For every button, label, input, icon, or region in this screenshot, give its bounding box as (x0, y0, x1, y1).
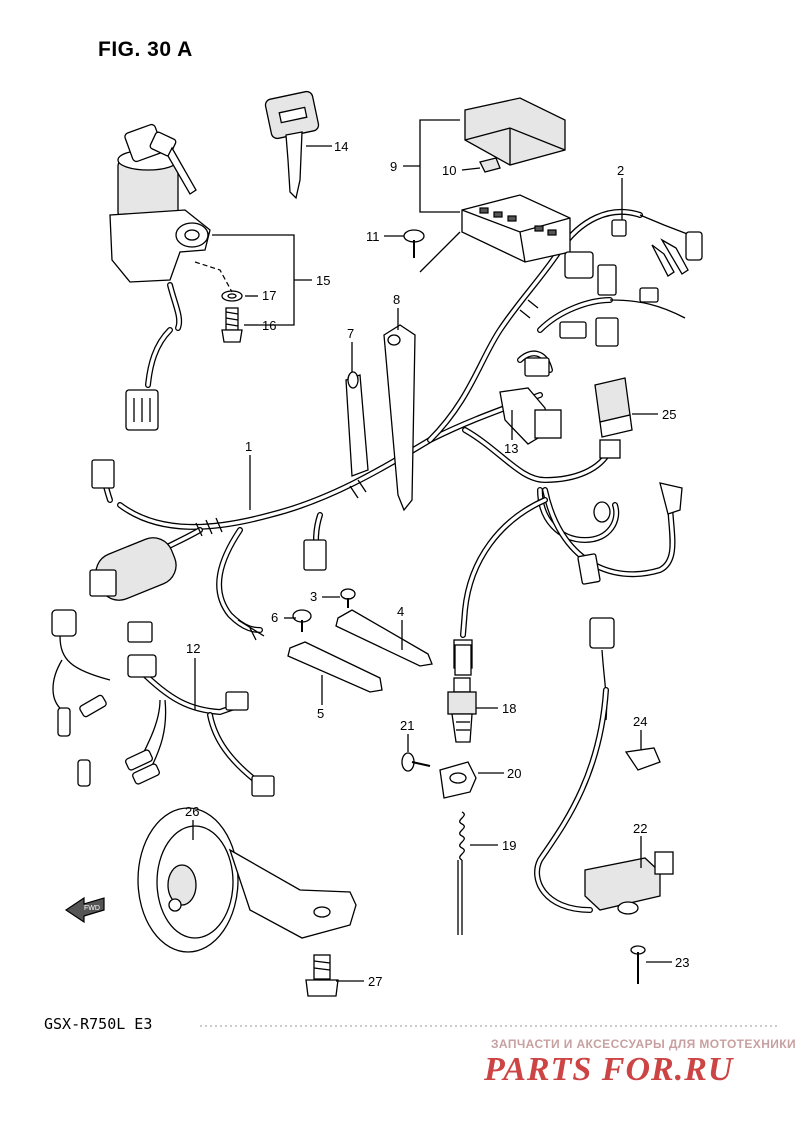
screw-11 (403, 229, 425, 258)
callout-14: 14 (334, 139, 348, 154)
left-connectors (51, 459, 472, 787)
callout-15: 15 (316, 273, 330, 288)
callout-9: 9 (390, 159, 397, 174)
callout-20: 20 (507, 766, 521, 781)
callout-3: 3 (310, 589, 317, 604)
callout-6: 6 (271, 610, 278, 625)
spring-19 (457, 811, 465, 935)
clip-24 (624, 747, 661, 771)
bolt-16 (221, 307, 243, 343)
screw-6 (292, 609, 312, 632)
watermark-logo: PARTS FOR.RU (484, 1051, 734, 1088)
right-connectors (524, 214, 703, 585)
callout-13: 13 (504, 441, 518, 456)
washer-17 (221, 290, 243, 302)
fuse-box (419, 97, 571, 273)
clamp-7 (345, 371, 369, 477)
callout-7: 7 (347, 326, 354, 341)
ignition-switch (109, 123, 211, 431)
callout-1: 1 (245, 439, 252, 454)
watermark-caption: ЗАПЧАСТИ И АКСЕССУАРЫ ДЛЯ МОТОТЕХНИКИ (491, 1037, 797, 1051)
bolt-23 (630, 945, 646, 984)
leader-lines (192, 119, 672, 982)
callout-21: 21 (400, 718, 414, 733)
ignition-key (264, 90, 320, 200)
connector-13 (499, 387, 562, 445)
callout-10: 10 (442, 163, 456, 178)
bolt-27 (305, 954, 339, 997)
bracket-4 (335, 609, 433, 667)
callout-8: 8 (393, 292, 400, 307)
callout-5: 5 (317, 706, 324, 721)
screw-3 (340, 588, 356, 608)
callout-16: 16 (262, 318, 276, 333)
callout-22: 22 (633, 821, 647, 836)
sub-harness-12 (127, 654, 275, 797)
callout-4: 4 (397, 604, 404, 619)
fuse (479, 157, 501, 173)
callout-17: 17 (262, 288, 276, 303)
fwd-label: FWD (84, 905, 100, 912)
callout-18: 18 (502, 701, 516, 716)
clamp-8 (383, 324, 416, 512)
bracket-20 (439, 761, 477, 799)
callout-26: 26 (185, 804, 199, 819)
relay-25 (594, 377, 633, 459)
fwd-arrow-icon: FWD (64, 896, 105, 924)
bracket-5 (287, 641, 383, 693)
callout-23: 23 (675, 955, 689, 970)
horn-26 (137, 807, 357, 953)
callout-19: 19 (502, 838, 516, 853)
callout-2: 2 (617, 163, 624, 178)
callout-labels: 1 2 3 4 5 6 7 8 9 10 11 12 13 14 15 16 1… (185, 139, 689, 989)
callout-12: 12 (186, 641, 200, 656)
harness-tape-bands (195, 299, 539, 537)
model-label: GSX-R750L E3 (44, 1015, 153, 1033)
figure-title: FIG. 30 A (98, 38, 193, 61)
callout-11: 11 (366, 229, 380, 244)
callout-27: 27 (368, 974, 382, 989)
callout-25: 25 (662, 407, 676, 422)
side-stand-switch-22 (534, 617, 674, 915)
screw-21 (401, 752, 431, 772)
callout-24: 24 (633, 714, 647, 729)
main-wiring-harness (100, 208, 676, 638)
